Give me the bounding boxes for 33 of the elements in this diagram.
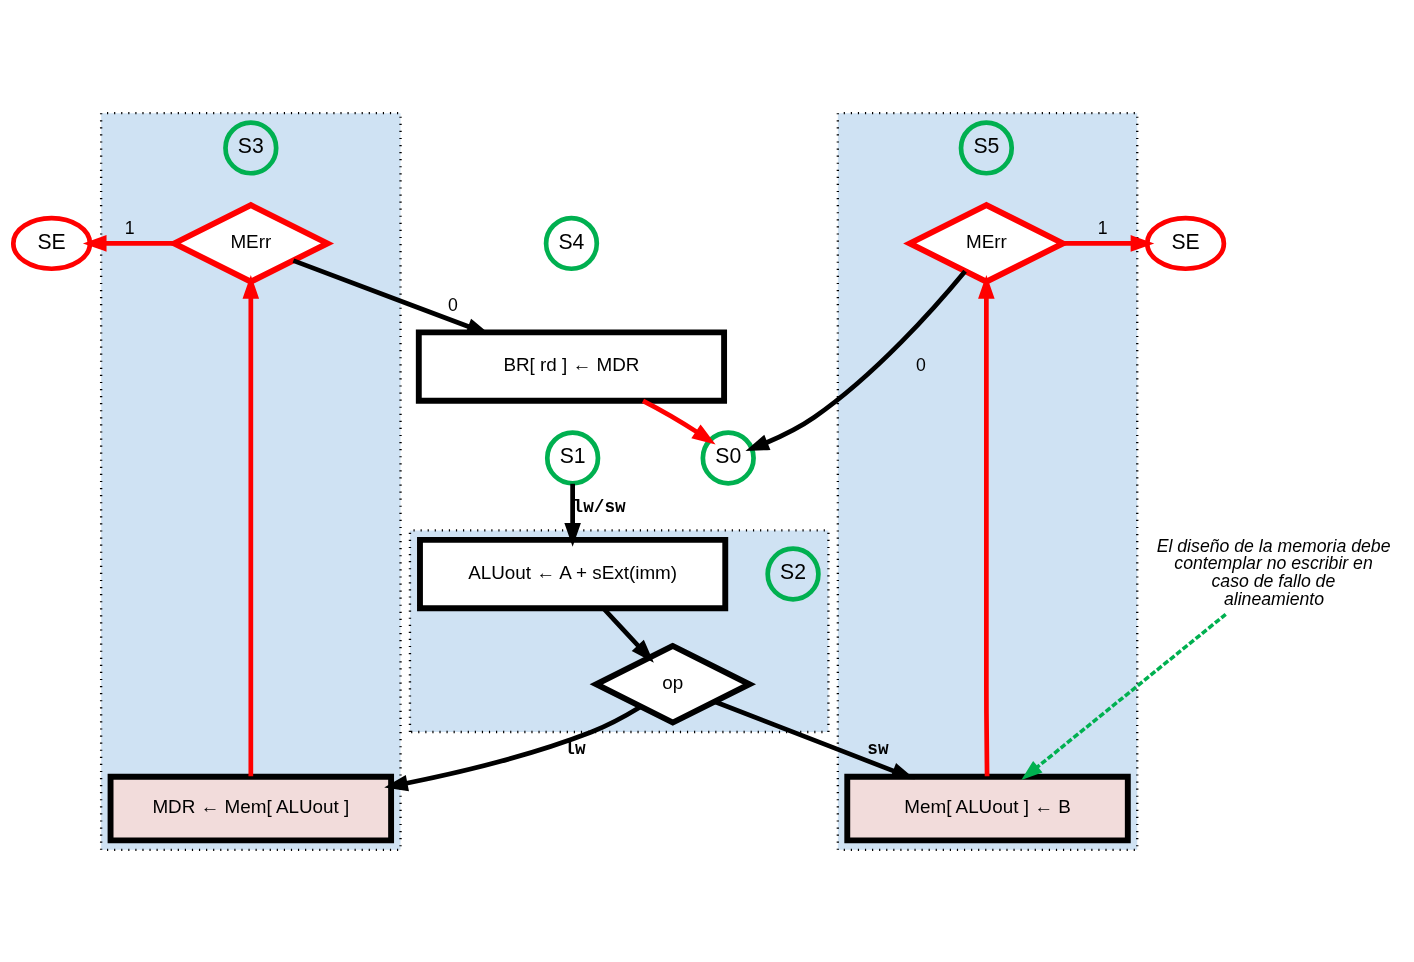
node-box: MDR ← Mem[ ALUout ] <box>107 773 395 843</box>
arrow <box>1063 234 1155 252</box>
arrow <box>745 269 967 451</box>
edge-label: 0 <box>447 294 458 315</box>
node-box: BR[ rd ] ← MDR <box>415 328 728 404</box>
node-circle: S0 <box>700 429 756 486</box>
arrow <box>242 274 260 776</box>
arrow <box>641 398 716 444</box>
node-ellipse: SE <box>1144 215 1227 271</box>
node-diamond: op <box>589 642 756 726</box>
node-circle: S2 <box>765 545 821 602</box>
node-circle: S3 <box>223 119 279 176</box>
cluster <box>836 111 1139 851</box>
edge-label: 0 <box>915 354 926 375</box>
arrow <box>564 483 581 547</box>
node-circle: S5 <box>958 119 1015 176</box>
edge-label: 1 <box>1097 217 1108 238</box>
arrow <box>384 704 642 791</box>
node-ellipse: SE <box>10 215 93 271</box>
arrow <box>714 699 916 779</box>
cluster <box>99 111 402 851</box>
node-circle: S4 <box>543 215 600 271</box>
arrow <box>82 234 175 252</box>
node-text: El diseño de la memoria debe contemplar no escribir en caso de fallo de alineamiento <box>1156 535 1391 609</box>
node-box: Mem[ ALUout ] ← B <box>844 773 1131 843</box>
arrow <box>978 274 995 776</box>
arrow <box>1021 612 1227 780</box>
edge-label: lw/sw <box>572 496 626 517</box>
edge-label: sw <box>867 738 889 759</box>
edge-label: 1 <box>124 217 135 238</box>
cluster <box>408 528 830 733</box>
node-circle: S1 <box>544 429 601 486</box>
node-box: ALUout ← A + sExt(imm) <box>417 536 729 611</box>
